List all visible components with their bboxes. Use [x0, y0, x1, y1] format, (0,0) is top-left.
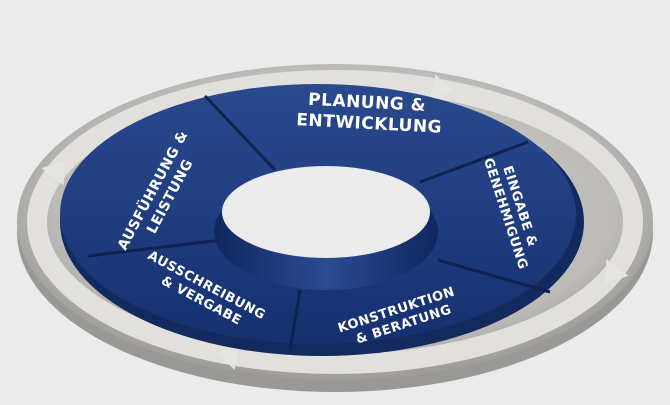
cycle-arrows	[41, 74, 629, 370]
divider-5	[87, 238, 223, 258]
divider-4	[288, 289, 302, 351]
cycle-arrow-bottom	[605, 258, 629, 284]
divider-2	[419, 140, 529, 184]
divider-1	[203, 94, 277, 172]
label-planung: PLANUNG & ENTWICKLUNG	[296, 89, 444, 138]
cycle-arrow-top	[41, 160, 65, 186]
cycle-arrow-left	[217, 342, 240, 370]
hole-opening	[222, 166, 430, 258]
outer-ring-track	[27, 70, 643, 374]
divider-3	[437, 258, 551, 294]
cycle-arrow-right	[430, 74, 453, 102]
